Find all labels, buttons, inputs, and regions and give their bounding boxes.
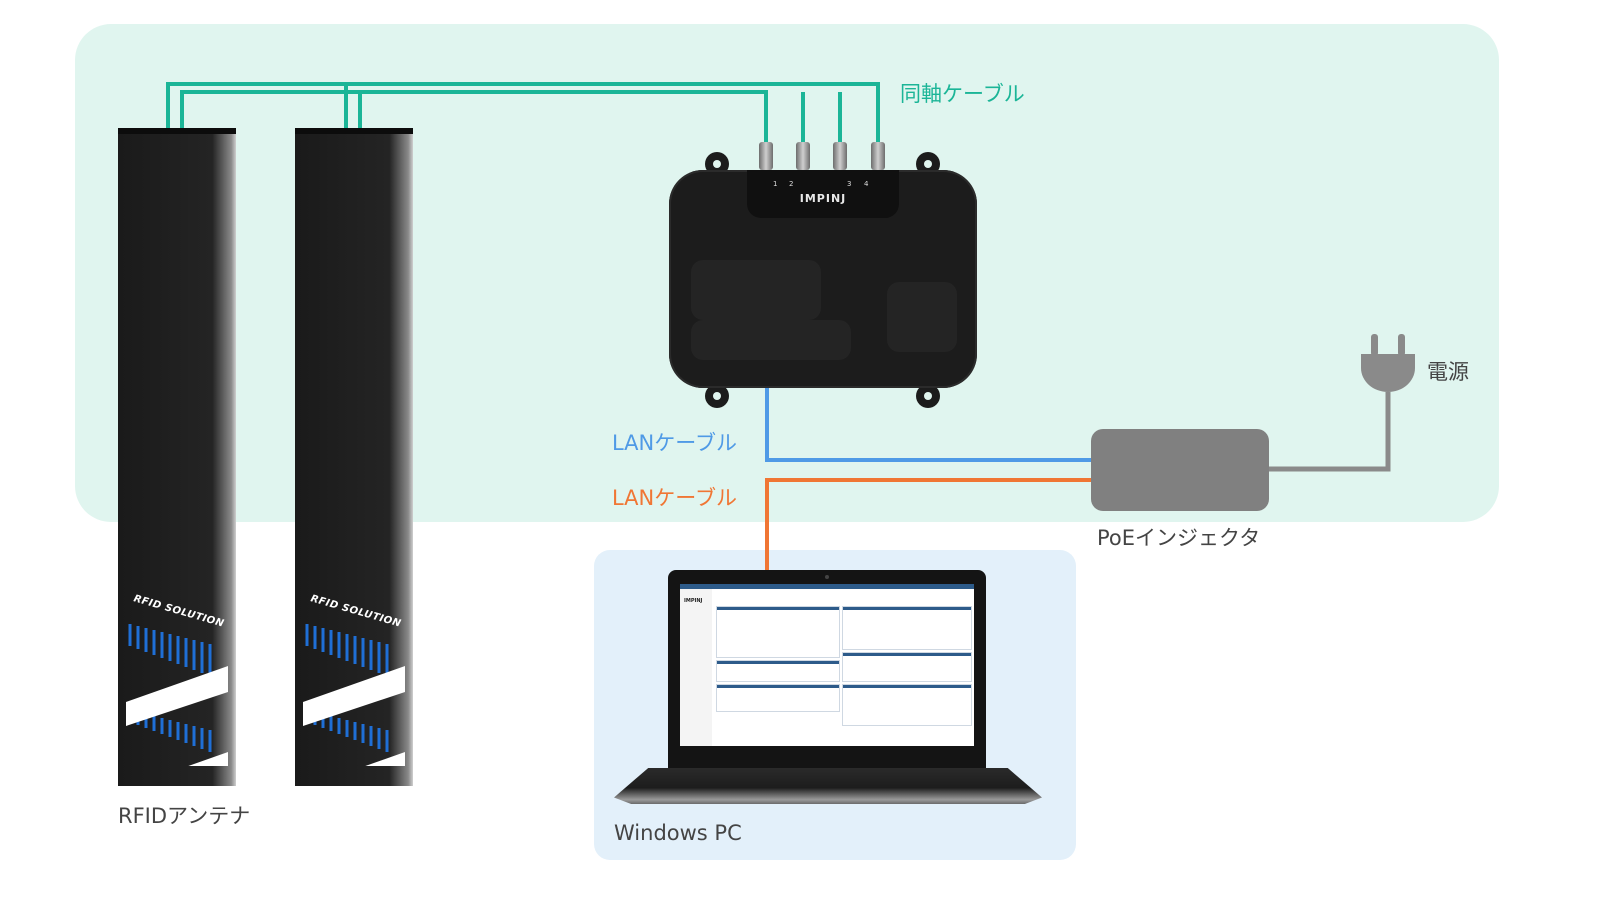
lan-cable-label-orange: LANケーブル <box>612 486 737 510</box>
antenna-port-connector-3 <box>833 142 847 170</box>
rfid-antenna-1: RFID SOLUTION <box>118 128 236 786</box>
laptop: IMPINJ <box>668 570 986 768</box>
app-logo: IMPINJ <box>684 598 703 604</box>
power-plug-icon <box>1361 334 1415 392</box>
reader-top-panel: 1 2 3 4 IMPINJ <box>747 170 899 218</box>
webcam <box>825 575 829 579</box>
antenna-stripes <box>303 624 405 766</box>
antenna-stripes <box>126 624 228 766</box>
rfid-antenna-label: RFIDアンテナ <box>118 804 251 828</box>
coax-cable-label: 同軸ケーブル <box>900 82 1025 106</box>
rfid-antenna-2: RFID SOLUTION <box>295 128 413 786</box>
poe-injector-label: PoEインジェクタ <box>1097 526 1261 550</box>
port-label-1: 1 <box>773 180 778 188</box>
reader-brand: IMPINJ <box>799 192 847 205</box>
antenna-port-connector-2 <box>796 142 810 170</box>
reader-mount-ear <box>705 384 729 408</box>
port-label-4: 4 <box>864 180 869 188</box>
lan-cable-label-blue: LANケーブル <box>612 431 737 455</box>
laptop-keyboard-base <box>614 768 1042 804</box>
antenna-port-connector-1 <box>759 142 773 170</box>
coax-cables <box>166 82 880 150</box>
lan-cable-orange <box>765 478 1091 570</box>
rfid-reader: 1 2 3 4 IMPINJ <box>669 170 977 388</box>
power-label: 電源 <box>1427 360 1469 384</box>
coax-cable-1 <box>166 82 880 150</box>
poe-injector <box>1091 429 1269 511</box>
reader-surface-pad <box>691 260 821 320</box>
lan-cable-blue <box>765 388 1091 462</box>
port-label-3: 3 <box>847 180 852 188</box>
reader-surface-pad <box>691 320 851 360</box>
coax-cable-2 <box>180 90 768 150</box>
reader-mount-ear <box>916 384 940 408</box>
power-cable <box>1269 392 1391 472</box>
port-label-2: 2 <box>789 180 794 188</box>
windows-pc-label: Windows PC <box>614 821 742 845</box>
reader-surface-pad <box>887 282 957 352</box>
laptop-display: IMPINJ <box>680 584 974 746</box>
antenna-port-connector-4 <box>871 142 885 170</box>
